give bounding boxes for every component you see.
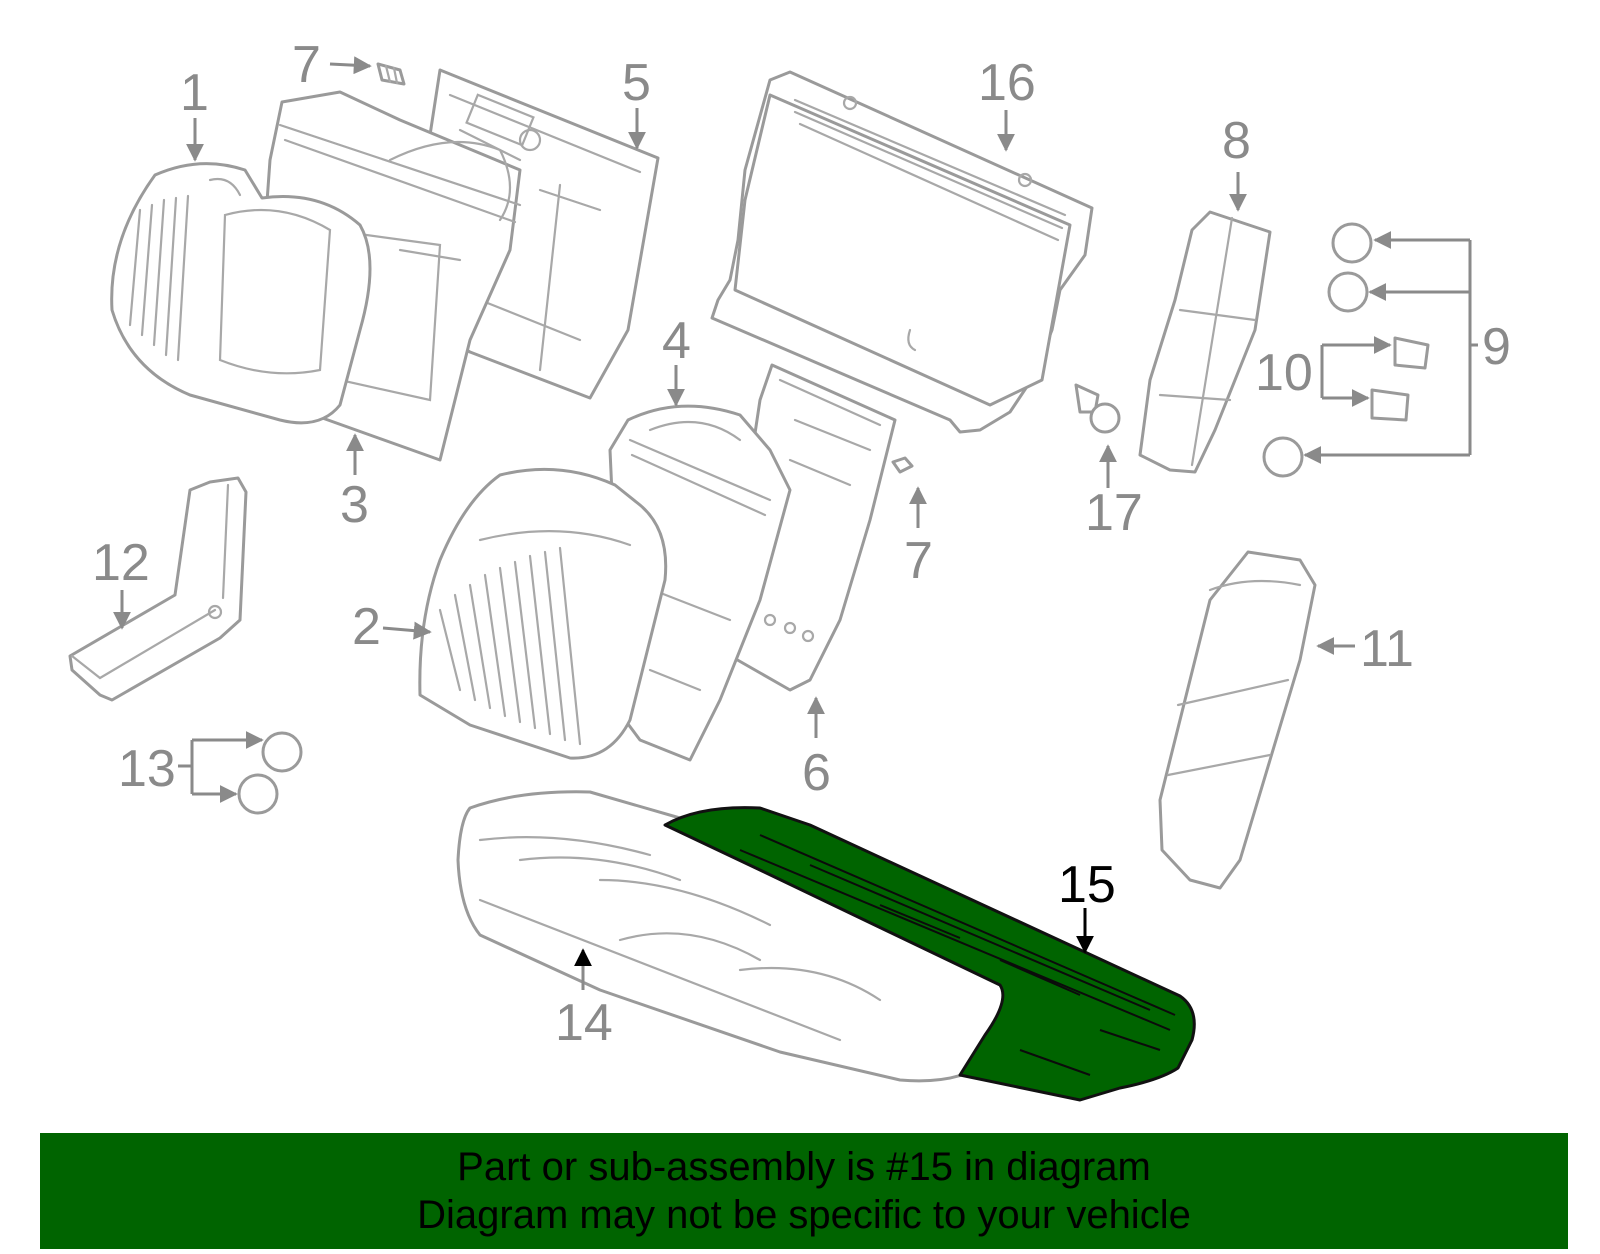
callout-3: 3 — [340, 476, 369, 534]
callout-10: 10 — [1255, 344, 1313, 402]
callout-7-top: 7 — [292, 36, 321, 94]
banner-line-part-number: Part or sub-assembly is #15 in diagram — [457, 1145, 1151, 1189]
part-7-clip-top — [376, 62, 406, 86]
callout-arrows — [113, 56, 1478, 990]
callout-14: 14 — [555, 994, 613, 1052]
part-7-clip-right — [891, 456, 914, 474]
part-8-side-trim — [1138, 210, 1272, 474]
callout-9: 9 — [1482, 318, 1511, 376]
part-4-center-cover — [608, 404, 792, 762]
part-13-clips — [237, 731, 303, 815]
callout-16: 16 — [978, 54, 1036, 112]
callout-labels: 1 2 3 4 5 6 7 7 8 9 10 11 12 13 14 15 16… — [92, 36, 1511, 1052]
part-17-bolt — [1074, 383, 1121, 434]
banner-line-disclaimer: Diagram may not be specific to your vehi… — [417, 1193, 1191, 1237]
part-11-side-bolster — [1158, 550, 1317, 890]
part-9-clips — [1262, 222, 1373, 478]
callout-1: 1 — [180, 64, 209, 122]
part-12-bracket — [68, 476, 248, 702]
callout-11: 11 — [1360, 620, 1414, 678]
callout-17: 17 — [1085, 484, 1143, 542]
part-1-back-cushion — [110, 162, 372, 425]
part-16-back-frame — [710, 70, 1094, 434]
part-10-caps — [1370, 336, 1430, 422]
callout-13: 13 — [118, 740, 176, 798]
callout-15-highlighted: 15 — [1058, 856, 1116, 914]
callout-2: 2 — [352, 598, 381, 656]
info-banner: Part or sub-assembly is #15 in diagram D… — [40, 1133, 1568, 1249]
callout-6: 6 — [802, 744, 831, 802]
part-2-center-cushion — [418, 467, 668, 760]
callout-5: 5 — [622, 54, 651, 112]
callout-12: 12 — [92, 534, 150, 592]
callout-7-right: 7 — [904, 532, 933, 590]
part-15-cushion-pad-highlighted — [663, 806, 1196, 1102]
callout-8: 8 — [1222, 112, 1251, 170]
callout-4: 4 — [662, 312, 691, 370]
